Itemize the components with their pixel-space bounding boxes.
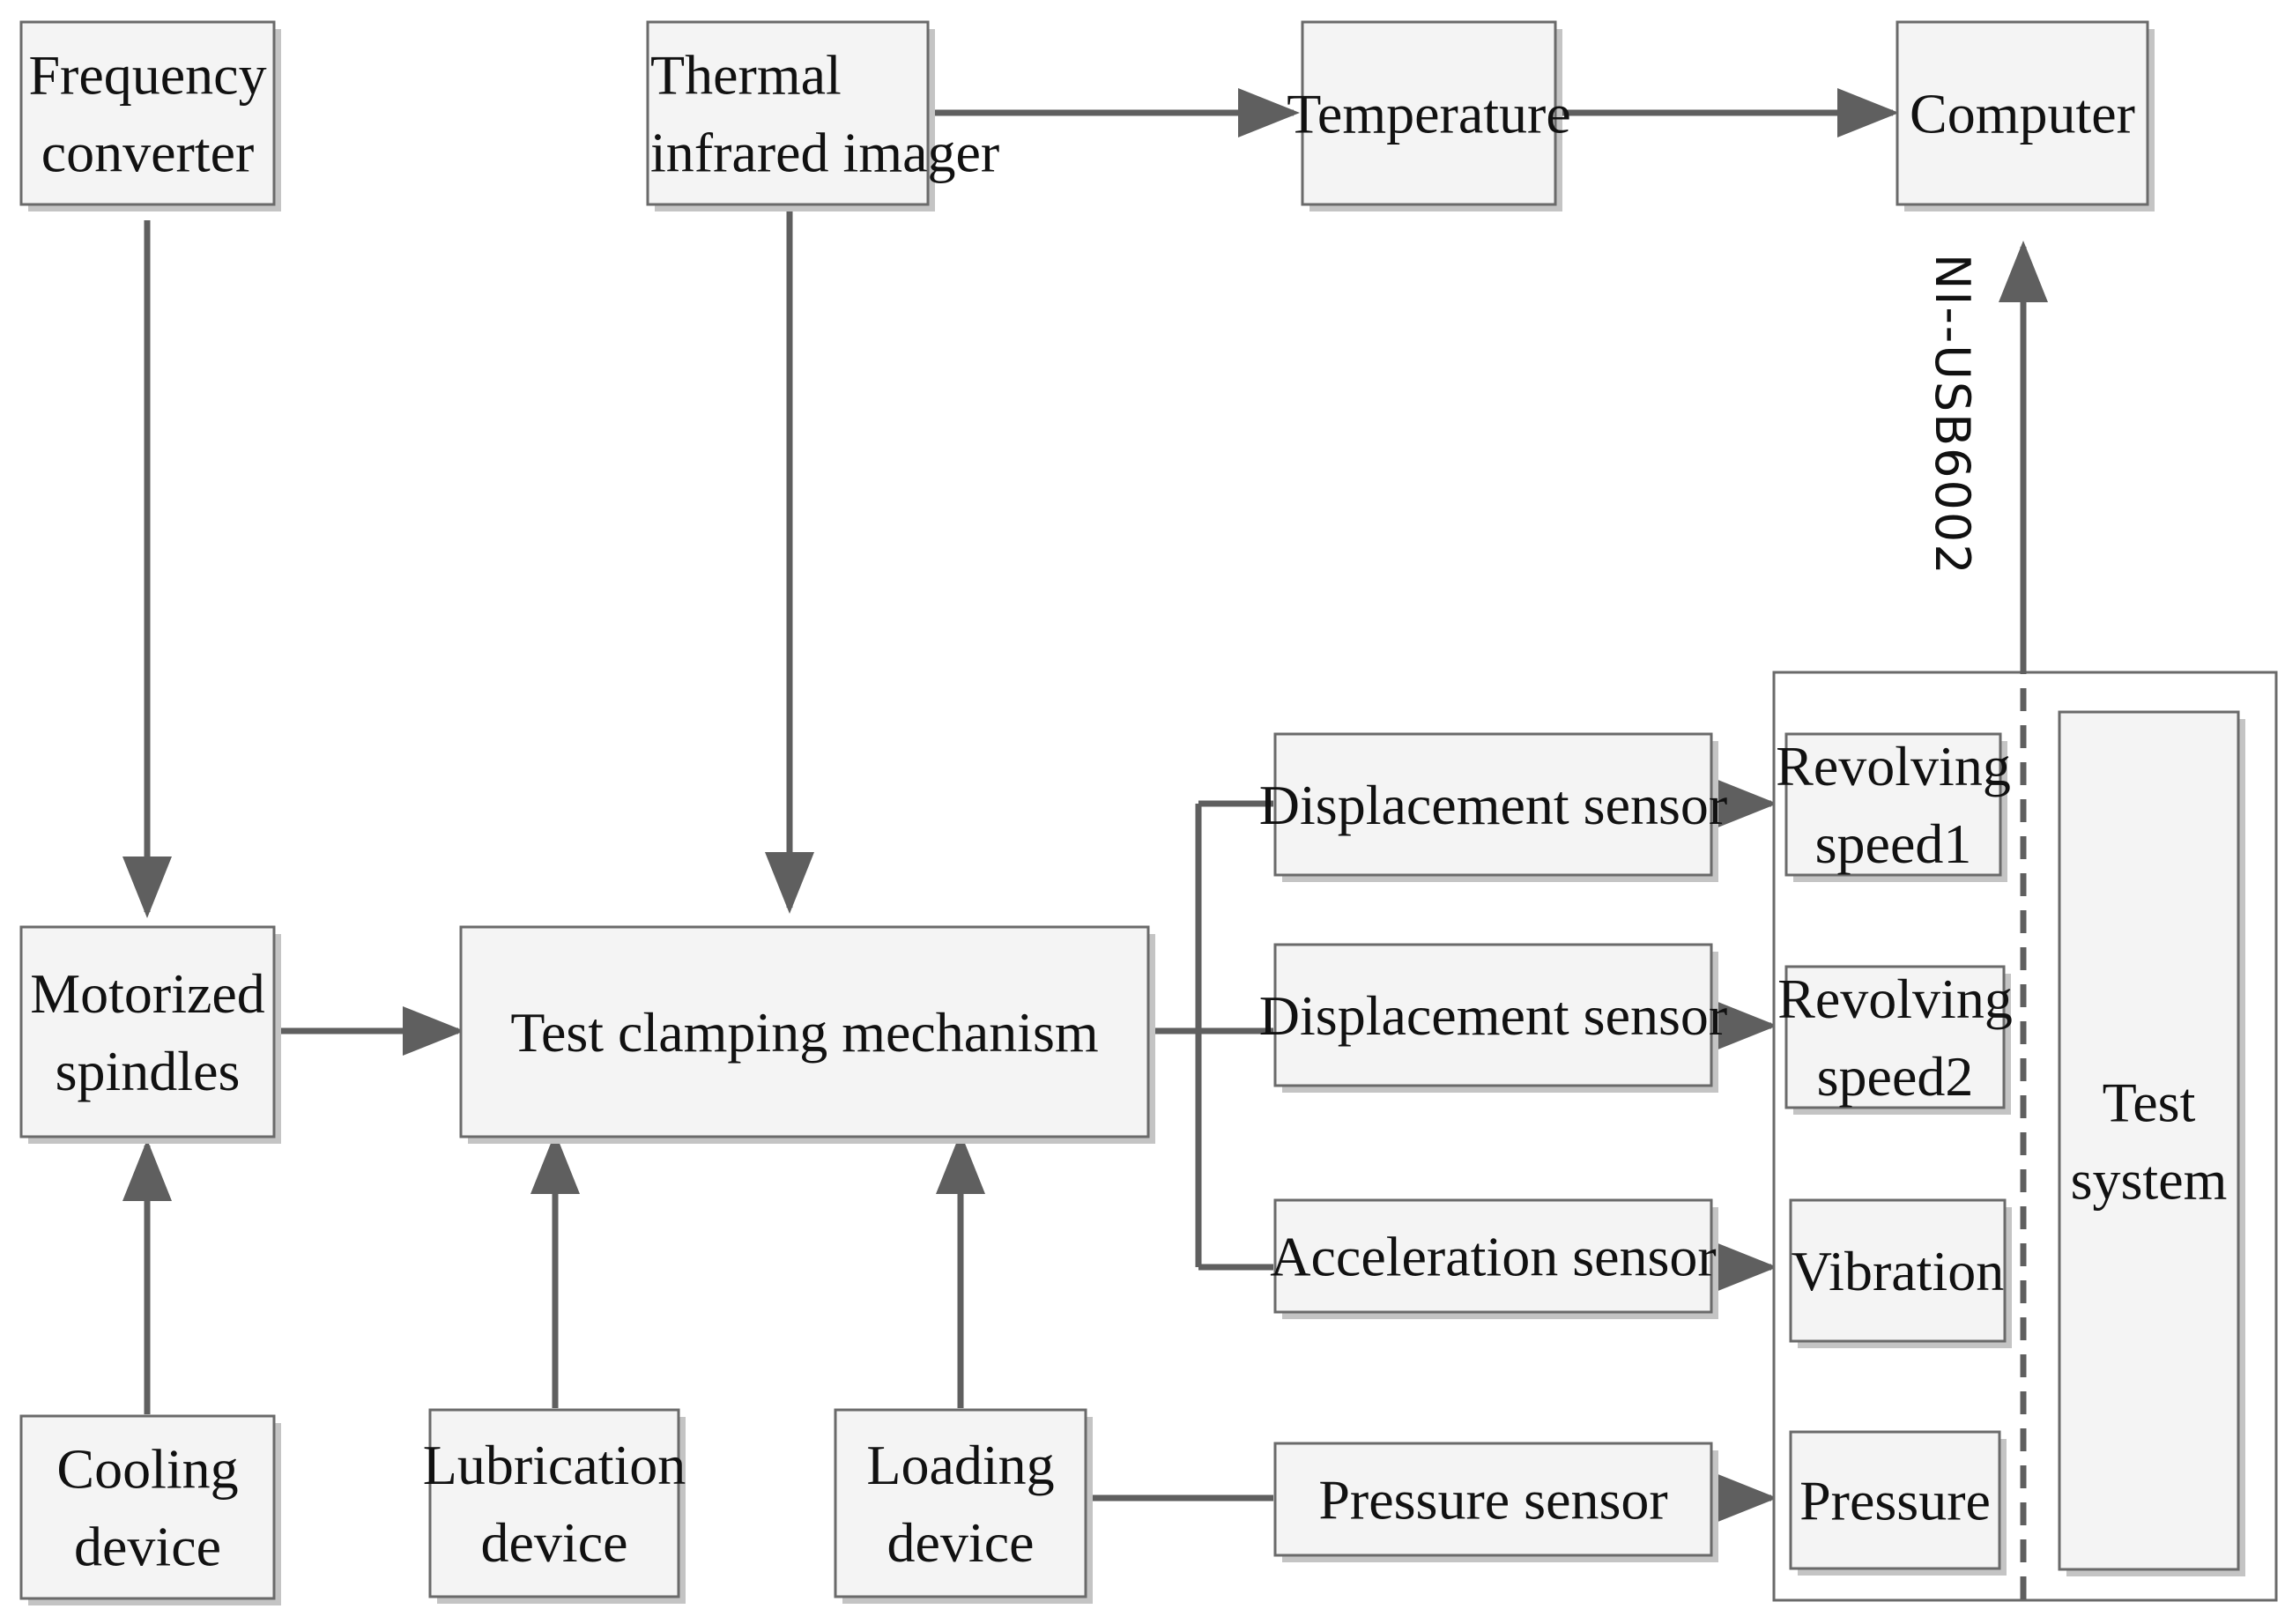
box-label: Computer <box>1910 83 2135 145</box>
box-pressure-sensor: Pressure sensor <box>1273 1442 1718 1562</box>
box-label: Pressure <box>1799 1470 1991 1532</box>
box-frame <box>1784 965 2006 1109</box>
box-test-clamping: Test clamping mechanism <box>459 925 1155 1144</box>
box-frame <box>1301 20 1557 206</box>
box-frame <box>646 20 930 206</box>
box-frame <box>1273 1442 1713 1557</box>
box-frame <box>19 925 276 1138</box>
box-frame <box>2058 710 2240 1571</box>
box-label: Temperature <box>1287 83 1570 145</box>
box-motorized-spindles: Motorized spindles <box>19 925 281 1144</box>
box-loading-device: Loading device <box>834 1408 1093 1604</box>
box-frame <box>1789 1430 2001 1570</box>
box-temperature: Temperature <box>1287 20 1571 211</box>
box-label: converter <box>41 122 255 184</box>
box-label: Revolving <box>1777 968 2013 1030</box>
box-label: Loading <box>866 1434 1054 1496</box>
box-label: speed1 <box>1815 812 1972 875</box>
box-frame <box>1273 732 1713 877</box>
box-thermal-imager: Thermal infrared imager <box>646 20 999 211</box>
box-label: Motorized <box>30 962 265 1025</box>
box-frame <box>834 1408 1087 1598</box>
connectors <box>122 88 1899 1523</box>
box-label: device <box>887 1511 1035 1574</box>
box-revolving-speed-2: Revolving speed2 <box>1777 965 2013 1115</box>
box-test-system: Test system <box>2058 710 2245 1576</box>
box-label: Test clamping mechanism <box>510 1001 1098 1064</box>
box-label: system <box>2071 1149 2228 1212</box>
box-label: speed2 <box>1817 1045 1974 1108</box>
usb-bus-label: NI--USB6002 <box>1925 254 1980 576</box>
box-frame <box>1273 1198 1713 1314</box>
box-frame <box>1789 1198 2007 1343</box>
box-label: Cooling <box>56 1438 238 1501</box>
box-label: Displacement sensor <box>1259 984 1727 1047</box>
box-cooling-device: Cooling device <box>19 1414 281 1605</box>
box-frame <box>428 1408 680 1598</box>
box-label: Revolving <box>1776 735 2011 797</box>
box-frequency-converter: Frequency converter <box>19 20 281 211</box>
box-label: Test <box>2103 1072 2196 1134</box>
box-label: Thermal <box>650 44 842 107</box>
box-displacement-sensor-2: Displacement sensor <box>1259 943 1727 1093</box>
box-label: Pressure sensor <box>1318 1469 1667 1531</box>
box-label: Vibration <box>1792 1240 2004 1302</box>
box-pressure: Pressure <box>1789 1430 2007 1576</box>
box-frame <box>1784 732 2002 877</box>
box-label: device <box>74 1516 221 1578</box>
box-acceleration-sensor: Acceleration sensor <box>1270 1198 1718 1319</box>
box-label: spindles <box>56 1040 241 1102</box>
box-frame <box>1273 943 1713 1087</box>
box-revolving-speed-1: Revolving speed1 <box>1776 732 2011 882</box>
box-label: Acceleration sensor <box>1270 1226 1716 1288</box>
box-label: Lubrication <box>423 1434 686 1496</box>
box-label: Frequency <box>28 44 266 107</box>
box-displacement-sensor-1: Displacement sensor <box>1259 732 1727 882</box>
box-frame <box>459 925 1150 1138</box>
box-frame <box>19 1414 276 1600</box>
box-label: device <box>481 1511 628 1574</box>
box-frame <box>1896 20 2149 206</box>
boxes: Frequency converter Thermal infrared imager… <box>19 20 2278 1605</box>
box-frame <box>19 20 276 206</box>
box-lubrication-device: Lubrication device <box>423 1408 686 1604</box>
box-computer: Computer <box>1896 20 2155 211</box>
box-label: infrared imager <box>650 122 999 184</box>
box-vibration: Vibration <box>1789 1198 2012 1348</box>
box-label: Displacement sensor <box>1259 774 1727 836</box>
